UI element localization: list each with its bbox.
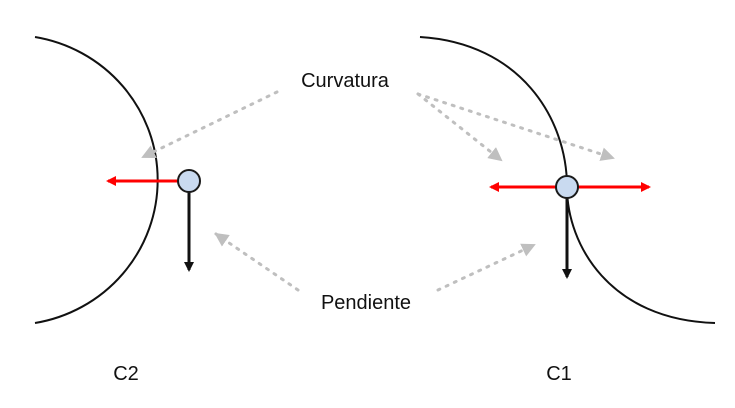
point-c1: [555, 175, 579, 199]
curvature-pointer-c1-outer: [416, 92, 615, 161]
slope-pointer-c1: [436, 243, 536, 292]
c2-label: C2: [113, 363, 139, 385]
curvature-pointer-c2: [141, 90, 279, 159]
point-c2: [177, 169, 201, 193]
slope-pointer-c2: [214, 232, 300, 292]
c1-label: C1: [546, 363, 572, 385]
slope-label: Pendiente: [321, 292, 411, 314]
curvature-pointer-c1-inner: [416, 92, 503, 162]
curvature-label: Curvatura: [301, 70, 390, 92]
